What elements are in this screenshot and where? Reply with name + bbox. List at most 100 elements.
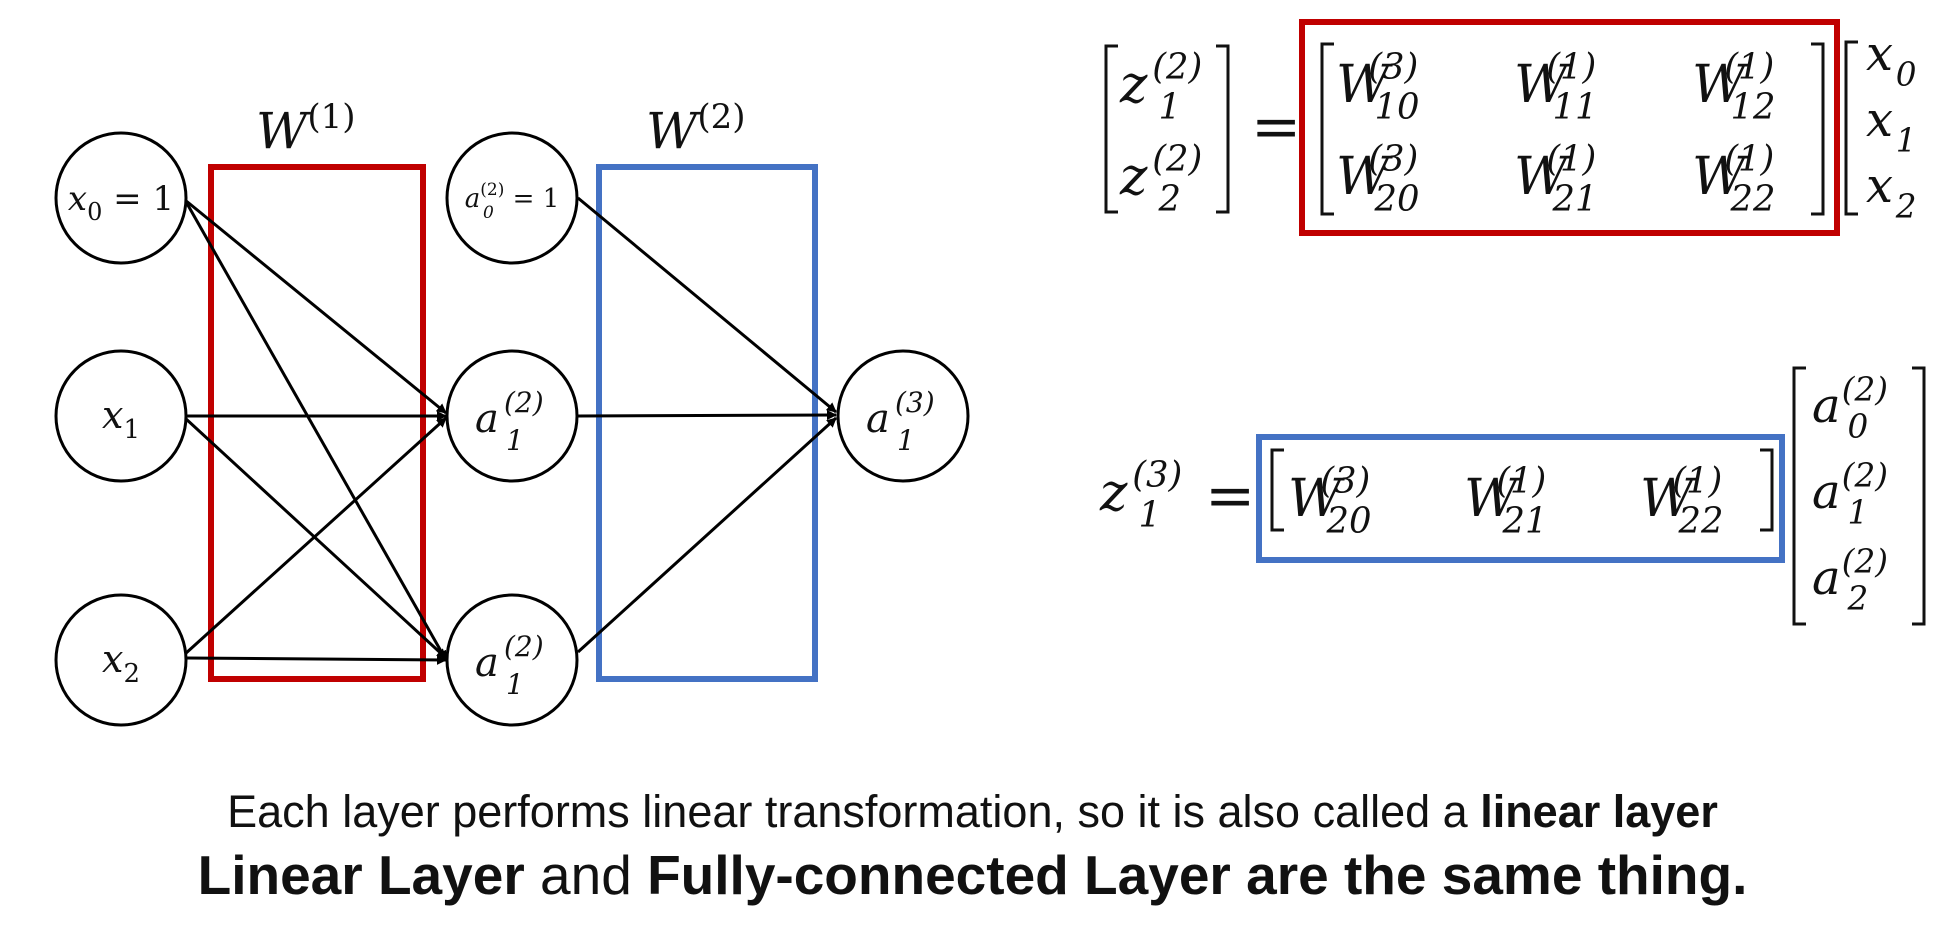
svg-text:1: 1: [1138, 495, 1161, 536]
svg-text:a: a: [866, 396, 890, 442]
svg-text:1: 1: [1896, 121, 1917, 159]
eq2-row-left-bracket: [1270, 448, 1284, 532]
eq1-lhs: z(2)1z(2)2: [1119, 47, 1202, 220]
svg-text:z: z: [1119, 147, 1148, 207]
svg-text:1: 1: [506, 668, 524, 701]
edge-x2-a2: [186, 654, 447, 665]
w1-label: W(1): [256, 97, 356, 160]
eq2-lhs: z(3)1: [1099, 455, 1182, 536]
svg-text:(2): (2): [1842, 456, 1888, 494]
eq1-matrix-left-bracket: [1320, 42, 1334, 216]
svg-text:20: 20: [1373, 179, 1419, 220]
edge-x0-a2: [183, 199, 448, 661]
svg-text:W: W: [1514, 55, 1571, 115]
svg-text:(3): (3): [895, 386, 935, 419]
svg-text:z: z: [1099, 463, 1128, 523]
svg-text:x2: x2: [102, 637, 140, 689]
svg-text:(2): (2): [1152, 139, 1202, 180]
svg-text:(2): (2): [1842, 542, 1888, 580]
svg-text:a: a: [475, 640, 499, 686]
node-a0: a(2) = 1 0: [445, 131, 579, 265]
node-a1: a (2) 1: [445, 349, 579, 483]
svg-text:(1): (1): [1672, 461, 1722, 502]
edges-layer2: [576, 196, 838, 654]
svg-text:2: 2: [1157, 179, 1181, 220]
eq1-matrix-cell-1-0: W(3)20: [1336, 139, 1419, 220]
edges-layer1: [183, 198, 448, 665]
caption-line-1-text: Each layer performs linear transformatio…: [227, 786, 1481, 837]
equation-1: [1104, 19, 1858, 236]
eq2-row-cell-2: W(1)22: [1640, 461, 1723, 542]
weight-box-w2: [596, 164, 818, 682]
svg-text:(2): (2): [1152, 47, 1202, 88]
eq2-vector: a(2)0a(2)1a(2)2: [1812, 370, 1888, 617]
svg-text:1: 1: [897, 424, 915, 457]
eq1-vector-left-bracket: [1844, 40, 1858, 216]
svg-text:x: x: [1866, 26, 1893, 82]
svg-text:W: W: [1464, 469, 1521, 529]
caption-line-2-bold-2: Fully-connected Layer are the same thing…: [647, 844, 1748, 906]
eq2-vector-a2: a(2)2: [1812, 542, 1888, 617]
svg-text:(3): (3): [1368, 139, 1418, 180]
caption-line-2-bold-1: Linear Layer: [197, 844, 525, 906]
eq1-matrix-cell-0-1: W(1)11: [1514, 47, 1597, 128]
svg-text:(2): (2): [504, 386, 544, 419]
caption-line-1-bold: linear layer: [1480, 786, 1718, 837]
caption-line-1: Each layer performs linear transformatio…: [0, 786, 1945, 838]
eq1-matrix-right-bracket: [1811, 42, 1825, 216]
svg-text:a: a: [475, 396, 499, 442]
eq1-matrix-cell-1-1: W(1)21: [1514, 139, 1597, 220]
svg-text:(1): (1): [1724, 139, 1774, 180]
eq1-equals: =: [1251, 92, 1301, 162]
svg-text:21: 21: [1501, 501, 1547, 542]
svg-text:12: 12: [1730, 87, 1775, 128]
svg-text:1: 1: [506, 424, 524, 457]
eq2-lhs-z: z(3)1: [1099, 455, 1182, 536]
svg-text:2: 2: [1895, 187, 1917, 225]
svg-text:x: x: [1866, 92, 1893, 148]
svg-text:11: 11: [1552, 87, 1597, 128]
node-x1: x1: [54, 349, 188, 483]
eq1-lhs-z2: z(2)2: [1119, 139, 1202, 220]
edge-x2-a1: [183, 416, 448, 656]
svg-text:W: W: [1640, 469, 1697, 529]
svg-text:z: z: [1119, 55, 1148, 115]
svg-text:W: W: [1336, 55, 1393, 115]
svg-text:W: W: [1692, 147, 1749, 207]
svg-text:2: 2: [1847, 579, 1869, 617]
svg-text:x: x: [1866, 158, 1893, 214]
svg-text:22: 22: [1677, 501, 1723, 542]
eq2-row-right-bracket: [1760, 448, 1774, 532]
eq2-vector-a1: a(2)1: [1812, 456, 1888, 531]
svg-text:(1): (1): [1546, 139, 1596, 180]
node-x2: x2: [54, 593, 188, 727]
node-x0: x0 = 1: [54, 131, 188, 265]
weight-box-w1: [208, 164, 426, 682]
svg-text:W: W: [1336, 147, 1393, 207]
svg-text:x0 = 1: x0 = 1: [68, 179, 174, 226]
svg-text:(3): (3): [1320, 461, 1370, 502]
edge-a2-out: [576, 416, 838, 654]
svg-text:W: W: [1288, 469, 1345, 529]
eq2-row-cell-0: W(3)20: [1288, 461, 1371, 542]
svg-text:1: 1: [1158, 87, 1181, 128]
svg-text:a: a: [1812, 378, 1841, 434]
caption-line-2: Linear Layer and Fully-connected Layer a…: [0, 843, 1945, 907]
eq1-lhs-z1: z(2)1: [1119, 47, 1202, 128]
node-a2: a (2) 1: [445, 593, 579, 727]
eq1-weight-highlight: [1299, 19, 1840, 236]
svg-text:(2): (2): [1842, 370, 1888, 408]
svg-text:(1): (1): [1496, 461, 1546, 502]
eq2-vector-a0: a(2)0: [1812, 370, 1888, 445]
svg-text:(3): (3): [1132, 455, 1182, 496]
edge-a0-out: [577, 196, 837, 414]
eq2-row-cell-1: W(1)21: [1464, 461, 1547, 542]
svg-text:0: 0: [1848, 407, 1869, 445]
